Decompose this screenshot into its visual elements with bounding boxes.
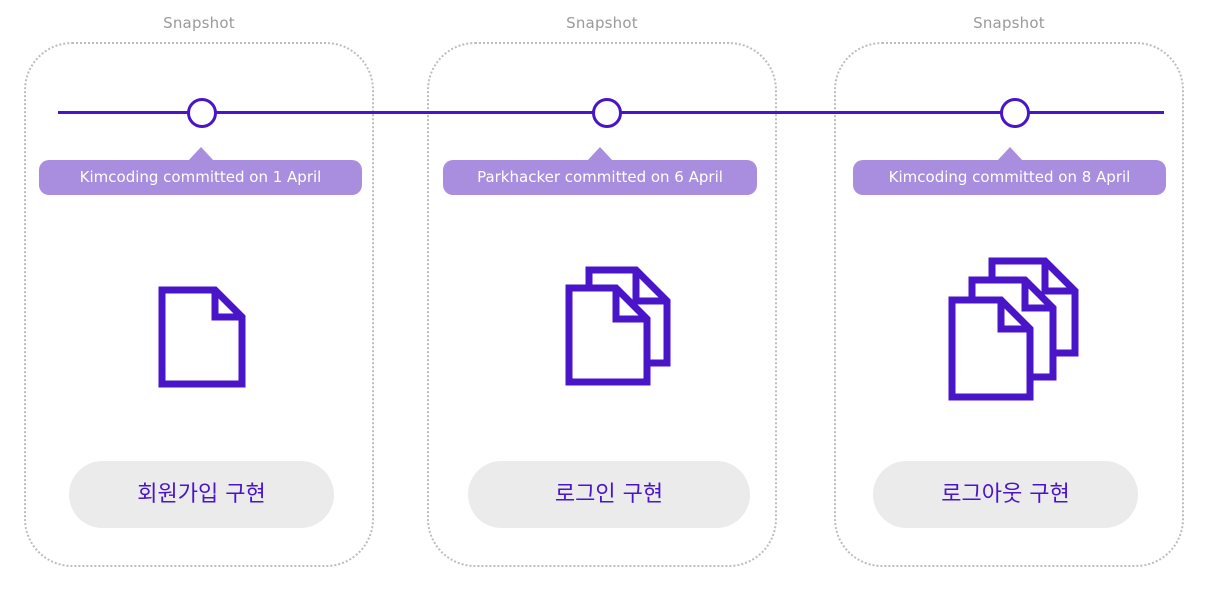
snapshot-label-1: Snapshot [163, 14, 235, 32]
commit-label-3: Kimcoding committed on 8 April [853, 147, 1166, 195]
snapshot-label-3: Snapshot [973, 14, 1045, 32]
files-stack-icon [565, 266, 671, 386]
file-icon [158, 286, 246, 388]
commit-label-1: Kimcoding committed on 1 April [39, 147, 362, 195]
feature-pill-login: 로그인 구현 [468, 461, 750, 528]
commit-label-2: Parkhacker committed on 6 April [443, 147, 757, 195]
snapshot-label-2: Snapshot [566, 14, 638, 32]
commit-node-1 [187, 98, 217, 128]
files-multiple-icon [948, 257, 1079, 401]
snapshot-panel-2 [427, 42, 777, 567]
feature-pill-signup: 회원가입 구현 [69, 461, 334, 528]
snapshot-panel-3 [834, 42, 1184, 567]
commit-node-3 [1000, 98, 1030, 128]
snapshot-panel-1 [24, 42, 374, 567]
commit-node-2 [592, 98, 622, 128]
feature-pill-logout: 로그아웃 구현 [873, 461, 1138, 528]
